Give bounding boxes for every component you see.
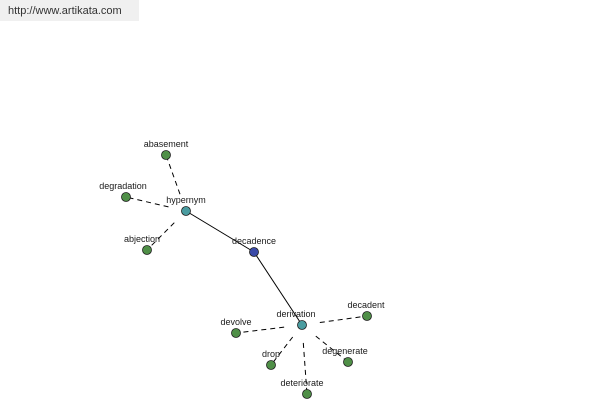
source-url-bar: http://www.artikata.com — [0, 0, 139, 21]
term-node-dot[interactable] — [266, 360, 276, 370]
edge-hypernym-abasement — [165, 154, 181, 195]
term-node-degradation[interactable]: degradation — [99, 181, 147, 202]
term-node-label[interactable]: deteriorate — [280, 378, 323, 388]
relation-node-derivation[interactable]: derivation — [276, 309, 316, 330]
relation-node-dot[interactable] — [181, 206, 191, 216]
relation-node-label[interactable]: derivation — [276, 309, 315, 319]
term-node-dot[interactable] — [142, 245, 152, 255]
term-node-devolve[interactable]: devolve — [220, 317, 252, 338]
term-node-label[interactable]: devolve — [220, 317, 251, 327]
term-node-label[interactable]: abjection — [124, 234, 160, 244]
edge-decadence-hypernym — [185, 210, 255, 253]
center-node-decadence[interactable]: decadence — [232, 236, 276, 257]
term-node-dot[interactable] — [121, 192, 131, 202]
term-node-label[interactable]: degenerate — [322, 346, 368, 356]
term-node-decadent[interactable]: decadent — [347, 300, 385, 321]
relation-node-label[interactable]: hypernym — [166, 195, 206, 205]
term-node-label[interactable]: decadent — [347, 300, 385, 310]
center-node-dot[interactable] — [249, 247, 259, 257]
source-url[interactable]: http://www.artikata.com — [8, 5, 122, 17]
edge-derivation-degenerate — [315, 335, 349, 363]
center-node-label[interactable]: decadence — [232, 236, 276, 246]
edge-decadence-derivation — [253, 251, 303, 326]
edge-hypernym-abjection — [146, 222, 175, 251]
term-node-degenerate[interactable]: degenerate — [322, 346, 368, 367]
term-node-label[interactable]: abasement — [144, 139, 189, 149]
term-node-dot[interactable] — [231, 328, 241, 338]
term-node-abjection[interactable]: abjection — [124, 234, 160, 255]
edge-hypernym-degradation — [125, 196, 169, 208]
term-node-drop[interactable]: drop — [262, 349, 280, 370]
graph-nodes: abasement degradation abjection decadent dev… — [99, 139, 385, 399]
term-node-dot[interactable] — [161, 150, 171, 160]
term-node-dot[interactable] — [302, 389, 312, 399]
term-node-abasement[interactable]: abasement — [144, 139, 189, 160]
edge-derivation-decadent — [319, 315, 368, 324]
term-node-dot[interactable] — [343, 357, 353, 367]
term-node-dot[interactable] — [362, 311, 372, 321]
relation-node-hypernym[interactable]: hypernym — [166, 195, 206, 216]
term-node-label[interactable]: degradation — [99, 181, 147, 191]
term-node-label[interactable]: drop — [262, 349, 280, 359]
edge-derivation-drop — [270, 336, 294, 366]
edge-derivation-devolve — [235, 326, 285, 334]
relation-node-dot[interactable] — [297, 320, 307, 330]
graph-edges — [125, 154, 368, 395]
term-node-deteriorate[interactable]: deteriorate — [280, 378, 324, 399]
